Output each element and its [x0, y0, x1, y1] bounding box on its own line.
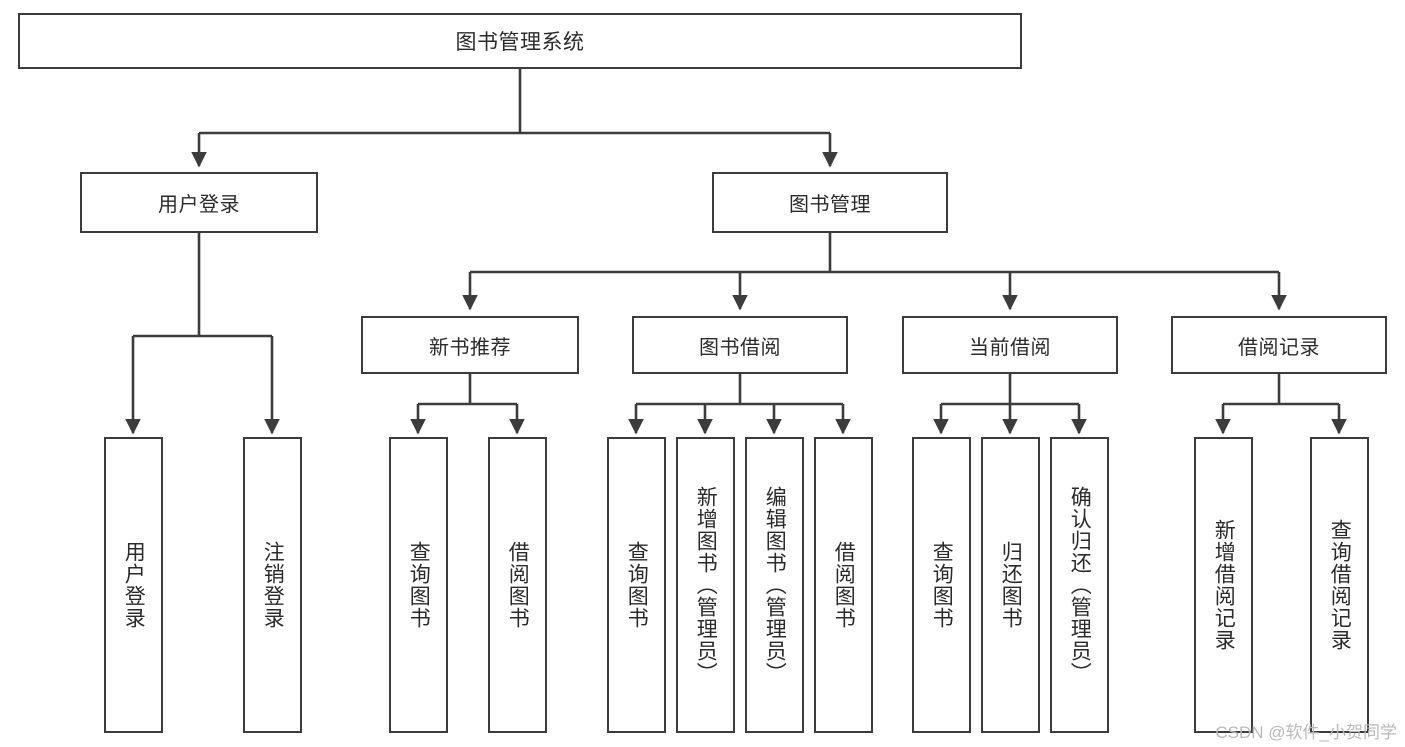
leaf-user-login-login[interactable]: 用户登录 [104, 437, 163, 733]
leaf-new-book-query[interactable]: 查询图书 [389, 437, 448, 733]
node-book-management[interactable]: 图书管理 [712, 172, 948, 233]
leaf-label-current-borrow-query: 查询图书 [930, 541, 954, 629]
leaf-book-borrow-add[interactable]: 新增图书（管理员） [676, 437, 735, 733]
node-current-borrow[interactable]: 当前借阅 [902, 316, 1118, 374]
leaf-label-borrow-record-query: 查询借阅记录 [1328, 519, 1352, 651]
leaf-current-borrow-return[interactable]: 归还图书 [981, 437, 1040, 733]
leaf-label-book-borrow-borrow: 借阅图书 [832, 541, 856, 629]
leaf-book-borrow-edit[interactable]: 编辑图书（管理员） [745, 437, 804, 733]
leaf-label-book-borrow-edit: 编辑图书（管理员） [763, 486, 787, 684]
leaf-label-book-borrow-query: 查询图书 [625, 541, 649, 629]
leaf-label-user-login-login: 用户登录 [122, 541, 146, 629]
leaf-new-book-borrow[interactable]: 借阅图书 [488, 437, 547, 733]
leaf-label-new-book-borrow: 借阅图书 [506, 541, 530, 629]
node-label-new-book-recommend: 新书推荐 [429, 336, 511, 359]
leaf-label-current-borrow-return: 归还图书 [999, 541, 1023, 629]
node-label-root: 图书管理系统 [455, 31, 585, 54]
leaf-borrow-record-query[interactable]: 查询借阅记录 [1310, 437, 1369, 733]
leaf-borrow-record-add[interactable]: 新增借阅记录 [1194, 437, 1253, 733]
leaf-current-borrow-query[interactable]: 查询图书 [912, 437, 971, 733]
leaf-label-book-borrow-add: 新增图书（管理员） [694, 486, 718, 684]
watermark-text: CSDN @软件_小贺同学 [1215, 723, 1397, 742]
leaf-label-new-book-query: 查询图书 [407, 541, 431, 629]
node-book-borrow[interactable]: 图书借阅 [632, 316, 848, 374]
leaf-current-borrow-confirm[interactable]: 确认归还（管理员） [1050, 437, 1109, 733]
leaf-label-user-login-logout: 注销登录 [261, 541, 285, 629]
node-label-current-borrow: 当前借阅 [969, 336, 1051, 359]
node-label-book-borrow: 图书借阅 [699, 336, 781, 359]
node-new-book-recommend[interactable]: 新书推荐 [361, 316, 579, 374]
node-user-login[interactable]: 用户登录 [80, 172, 318, 233]
leaf-user-login-logout[interactable]: 注销登录 [243, 437, 302, 733]
node-borrow-record[interactable]: 借阅记录 [1171, 316, 1387, 374]
leaf-book-borrow-borrow[interactable]: 借阅图书 [814, 437, 873, 733]
node-root-system[interactable]: 图书管理系统 [18, 13, 1022, 69]
leaf-label-borrow-record-add: 新增借阅记录 [1212, 519, 1236, 651]
node-label-borrow-record: 借阅记录 [1238, 336, 1320, 359]
node-label-user-login: 用户登录 [158, 194, 240, 216]
node-label-book-management: 图书管理 [789, 194, 871, 216]
leaf-label-current-borrow-confirm: 确认归还（管理员） [1068, 486, 1092, 684]
leaf-book-borrow-query[interactable]: 查询图书 [607, 437, 666, 733]
